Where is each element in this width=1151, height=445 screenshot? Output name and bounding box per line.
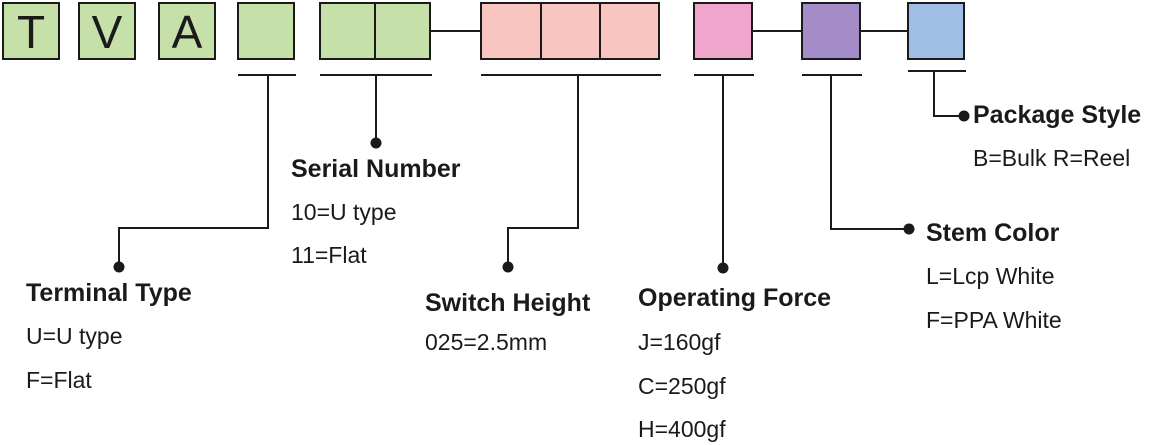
stem-color-label: Stem Color L=Lcp White F=PPA White xyxy=(926,219,1062,333)
operating-force-option: H=400gf xyxy=(638,416,726,442)
underline-brackets xyxy=(238,70,966,76)
package-style-dot xyxy=(958,110,970,122)
code-letter-v: V xyxy=(92,6,123,58)
package-style-label: Package Style B=Bulk R=Reel xyxy=(973,101,1141,171)
terminal-type-option: F=Flat xyxy=(26,367,92,393)
code-box-v xyxy=(78,2,136,60)
switch-height-title: Switch Height xyxy=(425,289,591,317)
operating-force-title: Operating Force xyxy=(638,284,831,312)
package-style-leader xyxy=(933,71,964,117)
terminal-type-dot xyxy=(113,261,125,273)
serial-number-option: 11=Flat xyxy=(291,242,367,268)
stem-color-box xyxy=(801,2,861,60)
code-box-t xyxy=(2,2,60,60)
switch-height-box-3 xyxy=(599,2,660,60)
package-style-title: Package Style xyxy=(973,101,1141,129)
package-style-option: B=Bulk R=Reel xyxy=(973,145,1130,171)
serial-number-title: Serial Number xyxy=(291,155,461,183)
serial-number-option: 10=U type xyxy=(291,199,397,225)
terminal-type-label: Terminal Type U=U type F=Flat xyxy=(26,279,192,393)
terminal-type-leader xyxy=(118,75,269,267)
switch-height-label: Switch Height 025=2.5mm xyxy=(425,289,591,355)
operating-force-label: Operating Force J=160gf C=250gf H=400gf xyxy=(638,284,831,442)
code-letter-t: T xyxy=(17,6,45,58)
switch-height-box-2 xyxy=(540,2,601,60)
operating-force-box xyxy=(693,2,753,60)
terminal-type-box xyxy=(237,2,295,60)
stem-color-option: F=PPA White xyxy=(926,307,1062,333)
code-box-row: T V A xyxy=(2,2,965,60)
leader-lines xyxy=(113,71,970,274)
package-style-box xyxy=(907,2,965,60)
switch-height-option: 025=2.5mm xyxy=(425,329,547,355)
switch-height-leader xyxy=(507,75,579,267)
switch-height-dot xyxy=(502,261,514,273)
operating-force-dot xyxy=(717,262,729,274)
operating-force-option: J=160gf xyxy=(638,329,721,355)
code-box-a xyxy=(158,2,216,60)
switch-height-box-1 xyxy=(480,2,542,60)
stem-color-dot xyxy=(903,223,915,235)
operating-force-option: C=250gf xyxy=(638,373,726,399)
terminal-type-option: U=U type xyxy=(26,323,123,349)
serial-number-box-1 xyxy=(319,2,376,60)
serial-number-label: Serial Number 10=U type 11=Flat xyxy=(291,155,461,268)
stem-color-option: L=Lcp White xyxy=(926,263,1055,289)
serial-number-dot xyxy=(370,137,382,149)
stem-color-leader xyxy=(830,75,909,230)
serial-number-box-2 xyxy=(374,2,431,60)
code-letter-a: A xyxy=(172,6,203,58)
terminal-type-title: Terminal Type xyxy=(26,279,192,307)
stem-color-title: Stem Color xyxy=(926,219,1060,247)
